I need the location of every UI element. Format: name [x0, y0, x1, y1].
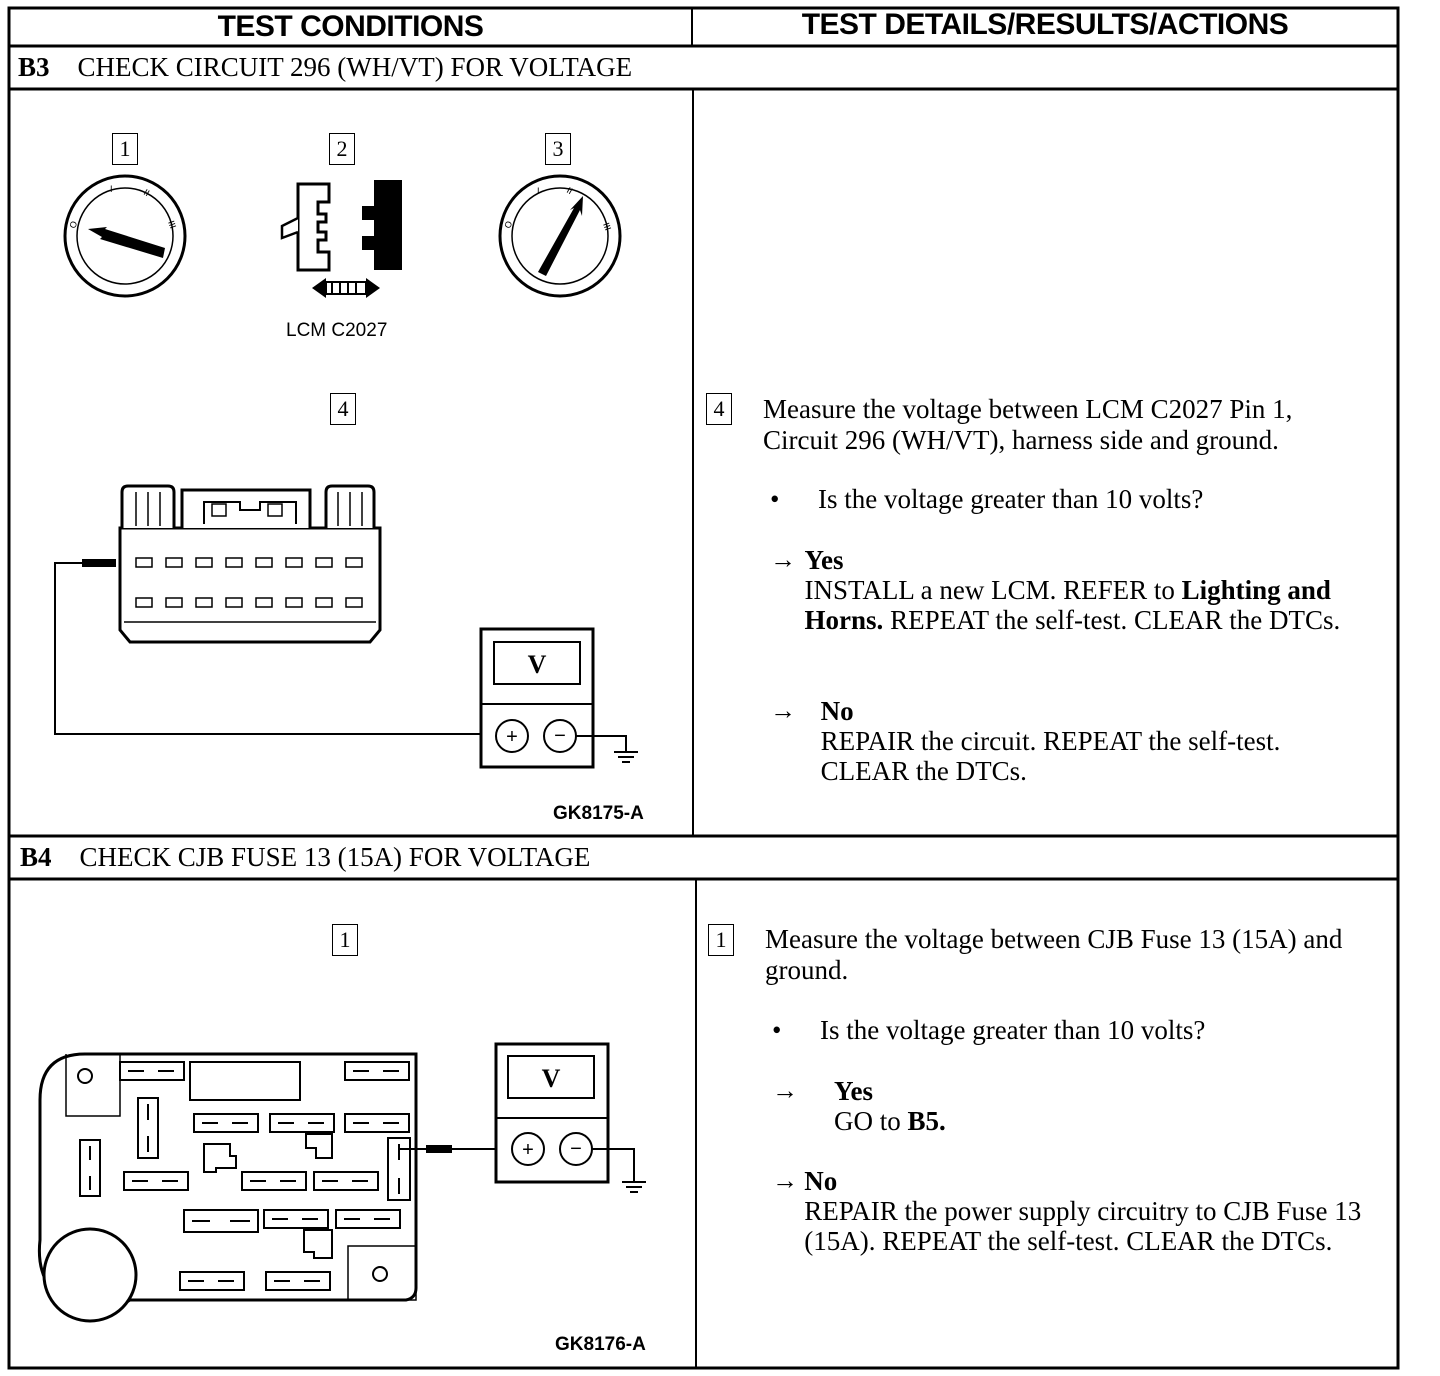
b4-yes-label: Yes [834, 1076, 873, 1106]
b3-no-action: → No REPAIR the circuit. REPEAT the self… [770, 696, 1370, 786]
b4-yes-text: GO to [834, 1106, 908, 1136]
b3-yes-label: Yes [804, 545, 844, 575]
header-test-details: TEST DETAILS/RESULTS/ACTIONS [801, 8, 1289, 41]
bullet-icon: • [772, 1015, 782, 1045]
b4-instruction: Measure the voltage between CJB Fuse 13 … [765, 924, 1343, 985]
b3-no-content: No REPAIR the circuit. REPEAT the self-t… [821, 696, 1370, 786]
arrow-right-icon: → [770, 696, 796, 725]
b4-no-action: → No REPAIR the power supply circuitry t… [772, 1166, 1372, 1256]
svg-text:II: II [565, 185, 574, 196]
b3-figure-caption: GK8175-A [553, 803, 644, 824]
b3-no-label: No [820, 696, 854, 726]
b3-step-code: B3 [18, 52, 50, 82]
b4-figure-caption: GK8176-A [555, 1334, 646, 1355]
b4-question: • Is the voltage greater than 10 volts? [772, 1015, 1205, 1046]
svg-text:−: − [554, 725, 566, 747]
arrow-right-icon: → [772, 1076, 798, 1105]
svg-text:V: V [542, 1064, 561, 1093]
b4-yes-action: → Yes GO to B5. [772, 1076, 1372, 1136]
svg-text:−: − [570, 1138, 582, 1160]
b3-step-title: CHECK CIRCUIT 296 (WH/VT) FOR VOLTAGE [77, 52, 633, 82]
svg-text:I: I [110, 184, 113, 194]
svg-text:III: III [166, 219, 178, 229]
b3-instruction: Measure the voltage between LCM C2027 Pi… [763, 394, 1293, 455]
b4-step-title: CHECK CJB FUSE 13 (15A) FOR VOLTAGE [79, 842, 591, 872]
connector-disconnect-icon [280, 180, 402, 298]
svg-text:I: I [537, 186, 540, 196]
b3-details-step-number: 4 [706, 393, 732, 425]
b4-question-text: Is the voltage greater than 10 volts? [820, 1015, 1206, 1045]
b3-step-heading: B3 CHECK CIRCUIT 296 (WH/VT) FOR VOLTAGE [18, 52, 632, 83]
b4-details-step-number: 1 [708, 924, 734, 956]
b3-question-text: Is the voltage greater than 10 volts? [818, 484, 1204, 514]
b4-figure-number-1: 1 [332, 924, 358, 956]
b4-no-content: No REPAIR the power supply circuitry to … [804, 1166, 1372, 1256]
b3-figure-number-4: 4 [330, 393, 356, 425]
svg-text:II: II [142, 187, 151, 198]
header-test-conditions: TEST CONDITIONS [217, 10, 484, 43]
b3-figure-number-2: 2 [329, 133, 355, 165]
b4-no-text: REPAIR the power supply circuitry to CJB… [804, 1196, 1362, 1256]
b3-figure-number-1: 1 [112, 133, 138, 165]
b3-yes-content: Yes INSTALL a new LCM. REFER to Lighting… [805, 545, 1400, 635]
cjb-fuse-meter-diagram: V + − [37, 1042, 646, 1323]
b4-no-label: No [804, 1166, 838, 1196]
b4-yes-step-link: B5. [907, 1106, 946, 1136]
b3-yes-action: → Yes INSTALL a new LCM. REFER to Lighti… [770, 545, 1400, 635]
arrow-right-icon: → [770, 545, 796, 574]
svg-text:+: + [506, 726, 518, 748]
arrow-right-icon: → [772, 1166, 798, 1195]
b3-question: • Is the voltage greater than 10 volts? [770, 484, 1203, 515]
lcm-connector-meter-diagram: V + − [54, 484, 638, 769]
b4-yes-content: Yes GO to B5. [834, 1076, 946, 1136]
b4-step-code: B4 [20, 842, 52, 872]
svg-text:V: V [528, 650, 547, 679]
b3-yes-text-1: INSTALL a new LCM. REFER to [804, 575, 1182, 605]
ignition-switch-run-icon: O I II III [498, 174, 622, 298]
b3-figure-number-3: 3 [545, 133, 571, 165]
svg-text:+: + [522, 1139, 534, 1161]
svg-text:O: O [502, 220, 514, 230]
ignition-switch-off-icon: O I II III [63, 174, 187, 298]
b3-no-text: REPAIR the circuit. REPEAT the self-test… [820, 726, 1281, 786]
connector-label: LCM C2027 [286, 320, 388, 341]
b4-step-heading: B4 CHECK CJB FUSE 13 (15A) FOR VOLTAGE [20, 842, 590, 873]
bullet-icon: • [770, 484, 780, 514]
svg-text:III: III [601, 221, 613, 231]
b3-yes-reference: Lighting and Horns. [804, 575, 1331, 635]
b3-yes-text-2: REPEAT the self-test. CLEAR the DTCs. [883, 605, 1341, 635]
svg-text:O: O [67, 220, 79, 230]
